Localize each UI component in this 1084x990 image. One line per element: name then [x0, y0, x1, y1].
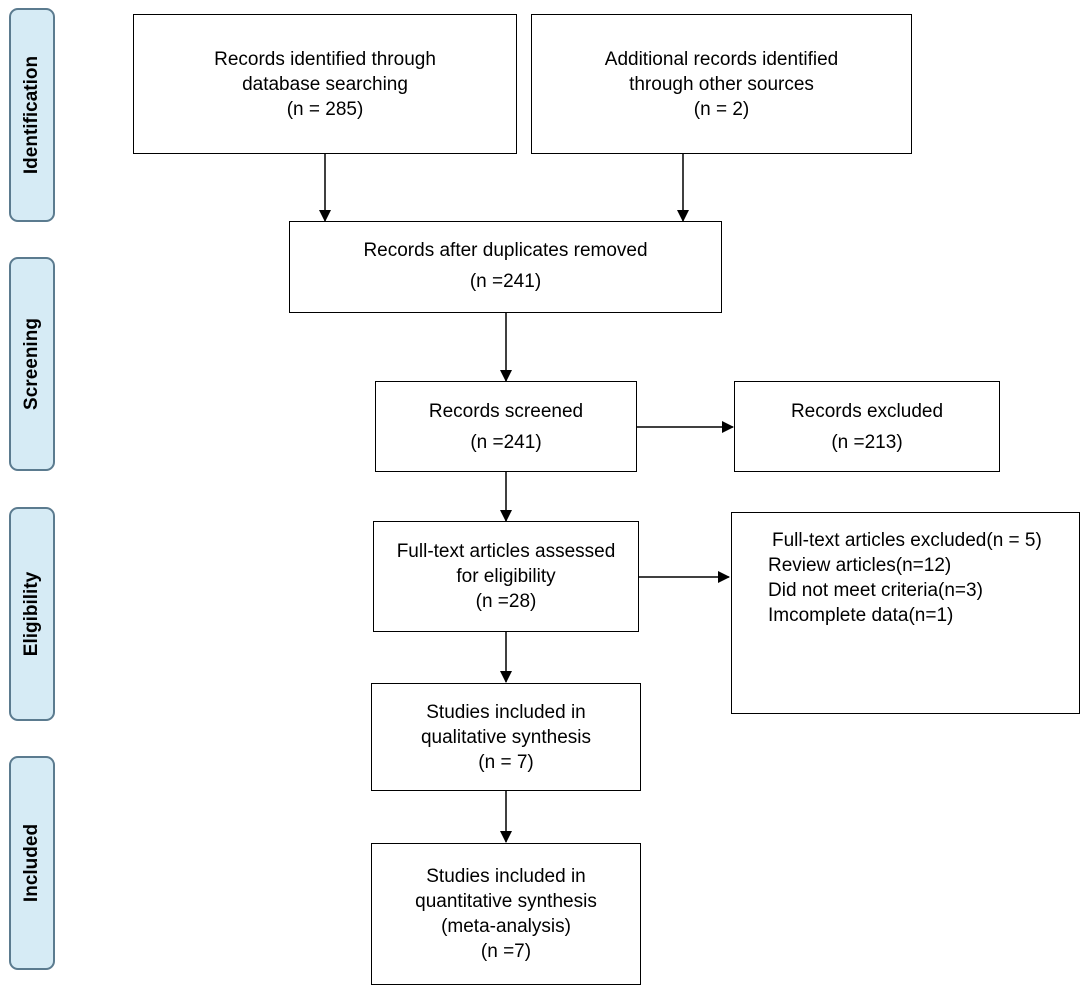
box-database-line1: Records identified through [214, 48, 436, 70]
box-quantitative-line4: (n =7) [480, 941, 532, 962]
box-records-excluded: Records excluded (n =213) [734, 381, 1000, 472]
box-database-line2: database searching [242, 73, 408, 95]
box-excluded-line1: Records excluded [790, 401, 944, 422]
box-fulltext-excluded-line1: Full-text articles excluded(n = 5) [772, 530, 1042, 551]
box-screened-line1: Records screened [428, 401, 584, 422]
box-quantitative-line3: (meta-analysis) [441, 916, 571, 937]
box-database-line3: (n = 285) [286, 98, 364, 120]
box-fulltext-excluded-line2: Review articles(n=12) [768, 555, 952, 576]
box-other-sources: Additional records identified through ot… [531, 14, 912, 154]
box-qualitative-line3: (n = 7) [478, 751, 534, 773]
box-other-line3: (n = 2) [693, 98, 750, 120]
box-duplicates-line2: (n =241) [469, 271, 542, 292]
box-fulltext-line1: Full-text articles assessed [396, 541, 616, 562]
box-other-line1: Additional records identified [604, 48, 839, 70]
box-fulltext-line2: for eligibility [456, 566, 556, 587]
box-fulltext-excluded-line4: Imcomplete data(n=1) [768, 605, 954, 626]
box-screened-line2: (n =241) [470, 432, 542, 453]
box-other-line2: through other sources [629, 73, 814, 95]
box-quantitative-line1: Studies included in [426, 866, 586, 887]
phase-screening: Screening [9, 257, 55, 471]
box-duplicates-removed: Records after duplicates removed (n =241… [289, 221, 722, 313]
box-full-text-assessed: Full-text articles assessed for eligibil… [373, 521, 639, 632]
phase-eligibility: Eligibility [9, 507, 55, 721]
box-quantitative-line2: quantitative synthesis [415, 891, 597, 912]
box-fulltext-excluded-line3: Did not meet criteria(n=3) [768, 580, 983, 601]
box-fulltext-line3: (n =28) [475, 591, 537, 612]
box-excluded-line2: (n =213) [831, 432, 903, 453]
phase-included: Included [9, 756, 55, 970]
box-qualitative-line1: Studies included in [426, 701, 586, 723]
box-duplicates-line1: Records after duplicates removed [363, 240, 648, 261]
box-qualitative-line2: qualitative synthesis [420, 726, 592, 748]
box-qualitative-synthesis: Studies included in qualitative synthesi… [371, 683, 641, 791]
box-full-text-excluded: Full-text articles excluded(n = 5) Revie… [731, 512, 1080, 714]
box-quantitative-synthesis: Studies included in quantitative synthes… [371, 843, 641, 985]
phase-identification: Identification [9, 8, 55, 222]
box-records-screened: Records screened (n =241) [375, 381, 637, 472]
box-database-searching: Records identified through database sear… [133, 14, 517, 154]
